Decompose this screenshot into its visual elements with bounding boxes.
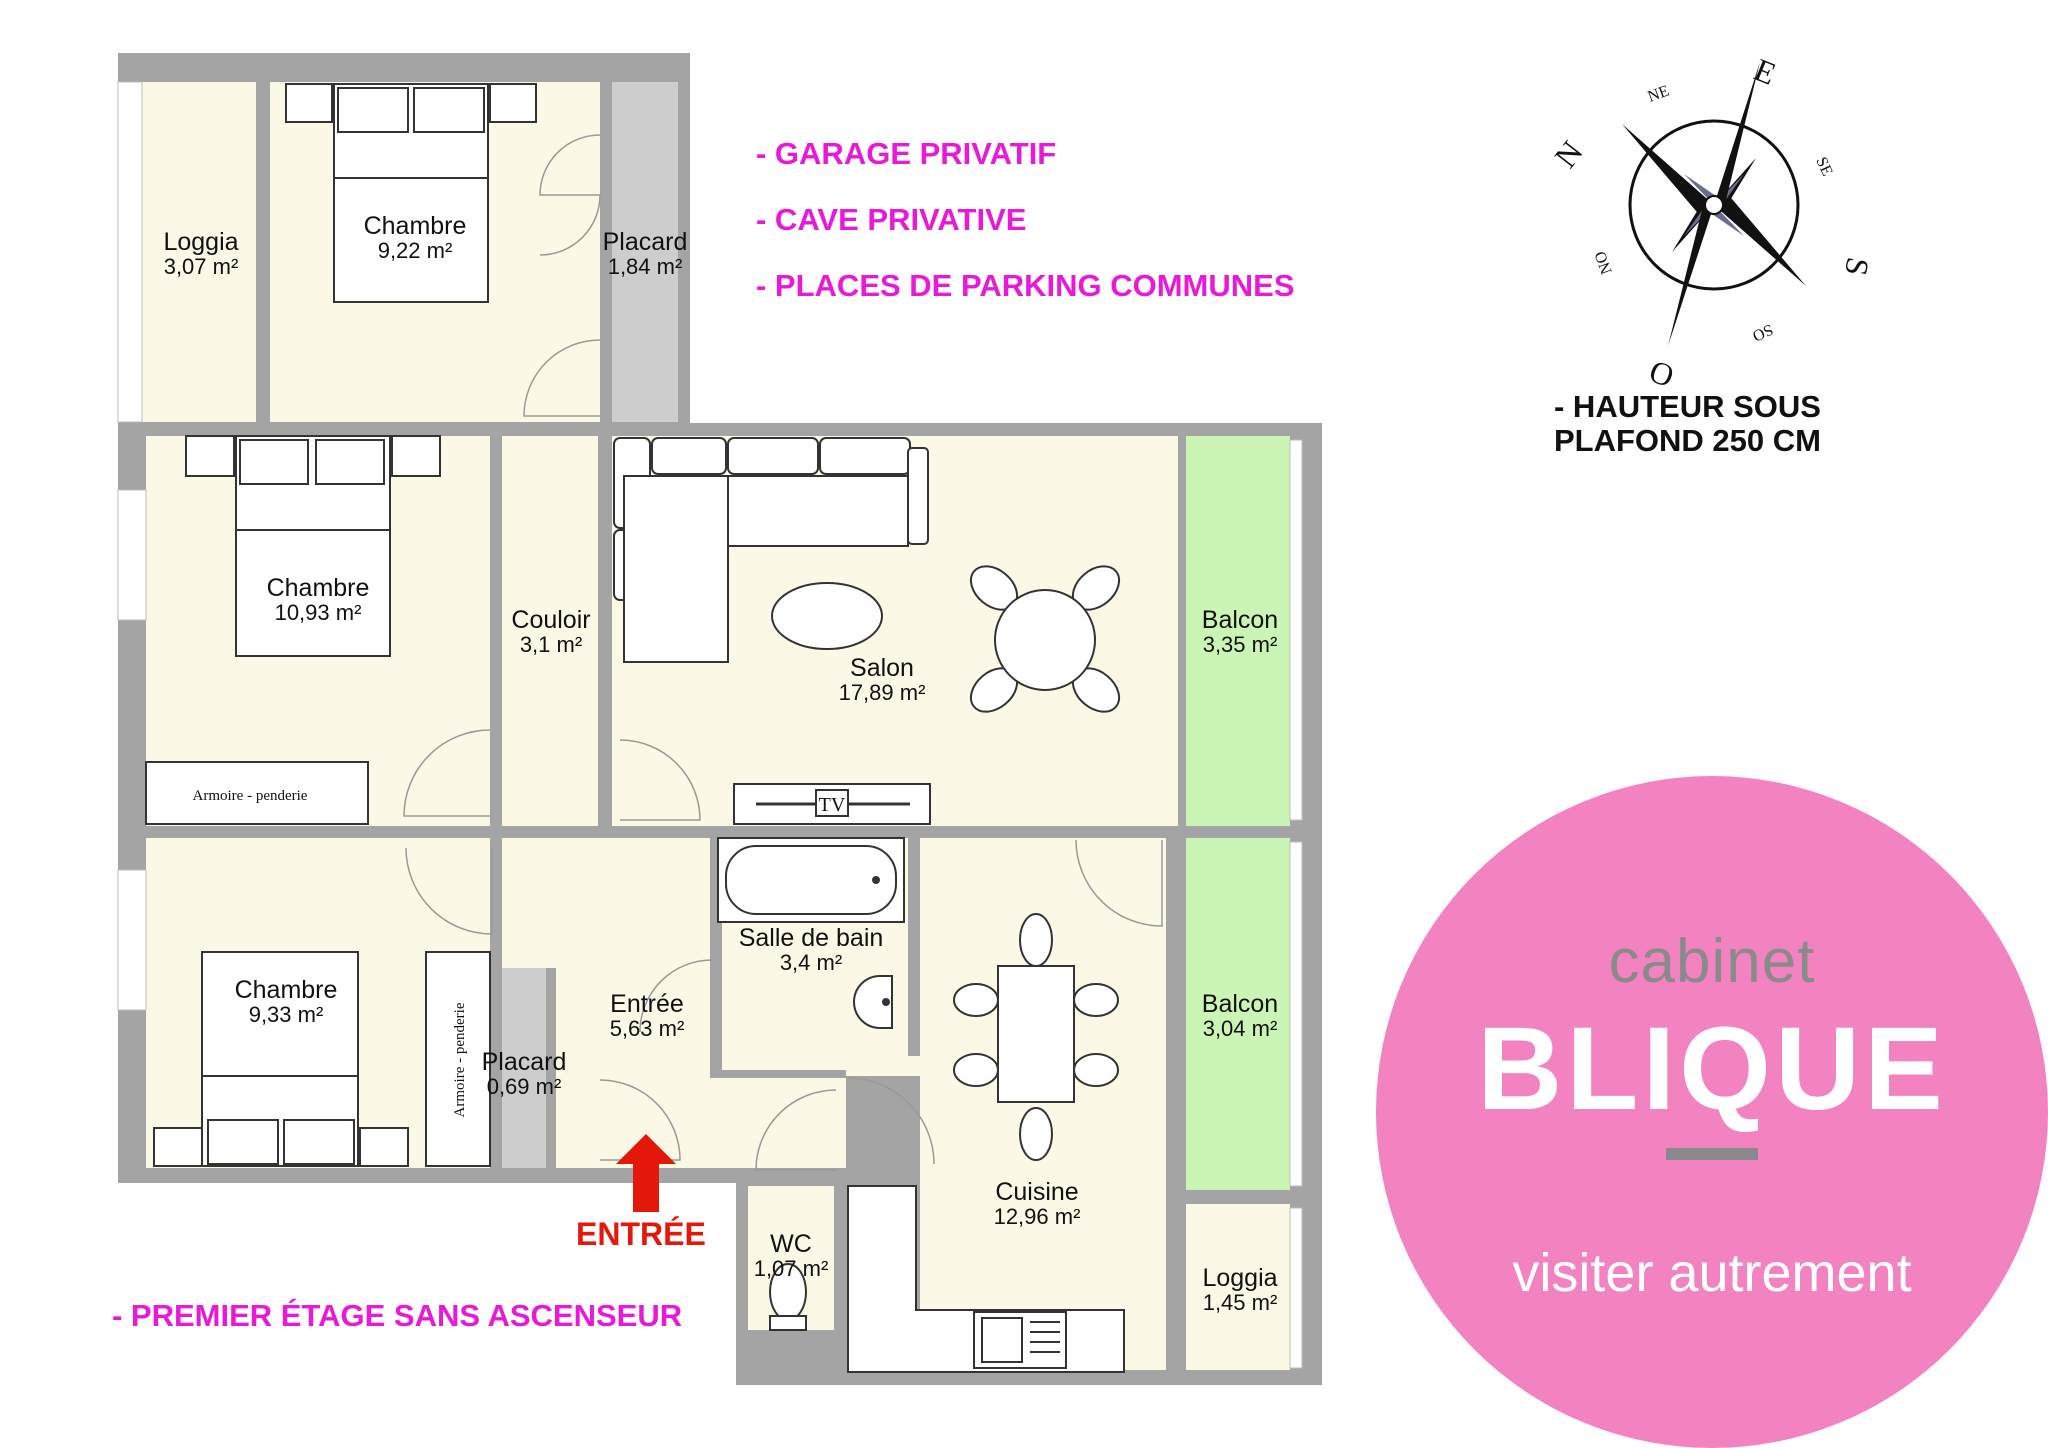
room-area-chambre-1: 9,22 m² xyxy=(378,238,453,263)
room-area-placard-2: 0,69 m² xyxy=(487,1074,562,1099)
room-name-loggia-1: Loggia xyxy=(163,228,238,256)
room-area-wc: 1,07 m² xyxy=(754,1256,829,1281)
entrance-arrow xyxy=(616,1134,676,1212)
room-name-salon: Salon xyxy=(850,654,914,682)
bathtub xyxy=(717,837,905,923)
note-height-line2: PLAFOND 250 CM xyxy=(1554,423,1821,458)
room-name-entree: Entrée xyxy=(610,990,684,1018)
room-name-chambre-2: Chambre xyxy=(267,574,370,602)
brand-tagline: visiter autrement xyxy=(1512,1243,1912,1303)
compass-ne: NE xyxy=(1646,82,1672,105)
dining-table xyxy=(953,913,1119,1161)
note-floor: - PREMIER ÉTAGE SANS ASCENSEUR xyxy=(112,1298,683,1333)
room-name-chambre-1: Chambre xyxy=(364,212,467,240)
brand-line1: cabinet xyxy=(1608,927,1816,996)
tv-unit: TV xyxy=(733,783,931,825)
compass-rose-icon: N E S O NE SE SO NO xyxy=(1547,51,1876,395)
brand-logo-bar xyxy=(1666,1148,1758,1160)
brand-badge: cabinet BLIQUE visiter autrement xyxy=(1376,776,2048,1448)
room-area-chambre-2: 10,93 m² xyxy=(275,600,362,625)
washbasin xyxy=(853,975,893,1029)
room-area-cuisine: 12,96 m² xyxy=(994,1204,1081,1229)
windows xyxy=(117,81,1303,1369)
note-cave: - CAVE PRIVATIVE xyxy=(756,202,1027,237)
note-height-line1: - HAUTEUR SOUS xyxy=(1554,389,1821,424)
compass-s: S xyxy=(1838,255,1877,279)
wardrobe-label: Armoire - penderie xyxy=(452,1002,468,1117)
brand-logo: BLIQUE xyxy=(1477,1003,1947,1135)
compass-no: NO xyxy=(1592,249,1616,277)
bed-middle xyxy=(185,435,441,657)
room-name-chambre-3: Chambre xyxy=(235,976,338,1004)
bed-bottom xyxy=(153,951,409,1167)
room-name-couloir: Couloir xyxy=(511,606,590,634)
room-name-salle-de-bain: Salle de bain xyxy=(739,924,884,952)
round-table xyxy=(969,565,1121,713)
room-name-loggia-2: Loggia xyxy=(1202,1264,1277,1292)
entrance-label: ENTRÉE xyxy=(576,1216,706,1252)
wardrobe-2: Armoire - penderie xyxy=(425,951,491,1167)
compass-n: N xyxy=(1547,134,1590,174)
door-swings xyxy=(403,134,1163,1171)
room-labels: Loggia 3,07 m² Chambre 9,22 m² Placard 1… xyxy=(163,212,1278,1315)
coffee-table xyxy=(771,582,883,650)
room-name-placard-2: Placard xyxy=(482,1048,567,1076)
compass-so: SO xyxy=(1750,320,1776,344)
counter xyxy=(847,1185,1125,1373)
room-name-balcon-2: Balcon xyxy=(1202,990,1278,1018)
room-name-cuisine: Cuisine xyxy=(995,1178,1078,1206)
compass-e: E xyxy=(1749,51,1781,92)
room-area-salle-de-bain: 3,4 m² xyxy=(780,950,842,975)
room-area-couloir: 3,1 m² xyxy=(520,632,582,657)
furniture: Armoire - penderie Armoire - penderie xyxy=(145,83,1125,1373)
compass-se: SE xyxy=(1812,155,1835,179)
room-area-balcon-1: 3,35 m² xyxy=(1203,632,1278,657)
sofa xyxy=(613,437,929,663)
room-area-salon: 17,89 m² xyxy=(839,680,926,705)
wardrobe-1: Armoire - penderie xyxy=(145,761,369,825)
bed-top xyxy=(285,83,537,303)
tv-label: TV xyxy=(819,794,846,816)
room-area-chambre-3: 9,33 m² xyxy=(249,1002,324,1027)
note-parking: - PLACES DE PARKING COMMUNES xyxy=(756,268,1295,303)
wardrobe-label: Armoire - penderie xyxy=(193,788,308,804)
room-area-placard-1: 1,84 m² xyxy=(608,254,683,279)
room-area-balcon-2: 3,04 m² xyxy=(1203,1016,1278,1041)
room-name-wc: WC xyxy=(770,1230,812,1258)
room-name-balcon-1: Balcon xyxy=(1202,606,1278,634)
room-name-placard-1: Placard xyxy=(603,228,688,256)
room-area-loggia-2: 1,45 m² xyxy=(1203,1290,1278,1315)
note-garage: - GARAGE PRIVATIF xyxy=(756,136,1057,171)
room-area-entree: 5,63 m² xyxy=(610,1016,685,1041)
room-area-loggia-1: 3,07 m² xyxy=(164,254,239,279)
note-height: - HAUTEUR SOUS PLAFOND 250 CM xyxy=(1554,390,1821,458)
toilet xyxy=(769,1263,807,1331)
